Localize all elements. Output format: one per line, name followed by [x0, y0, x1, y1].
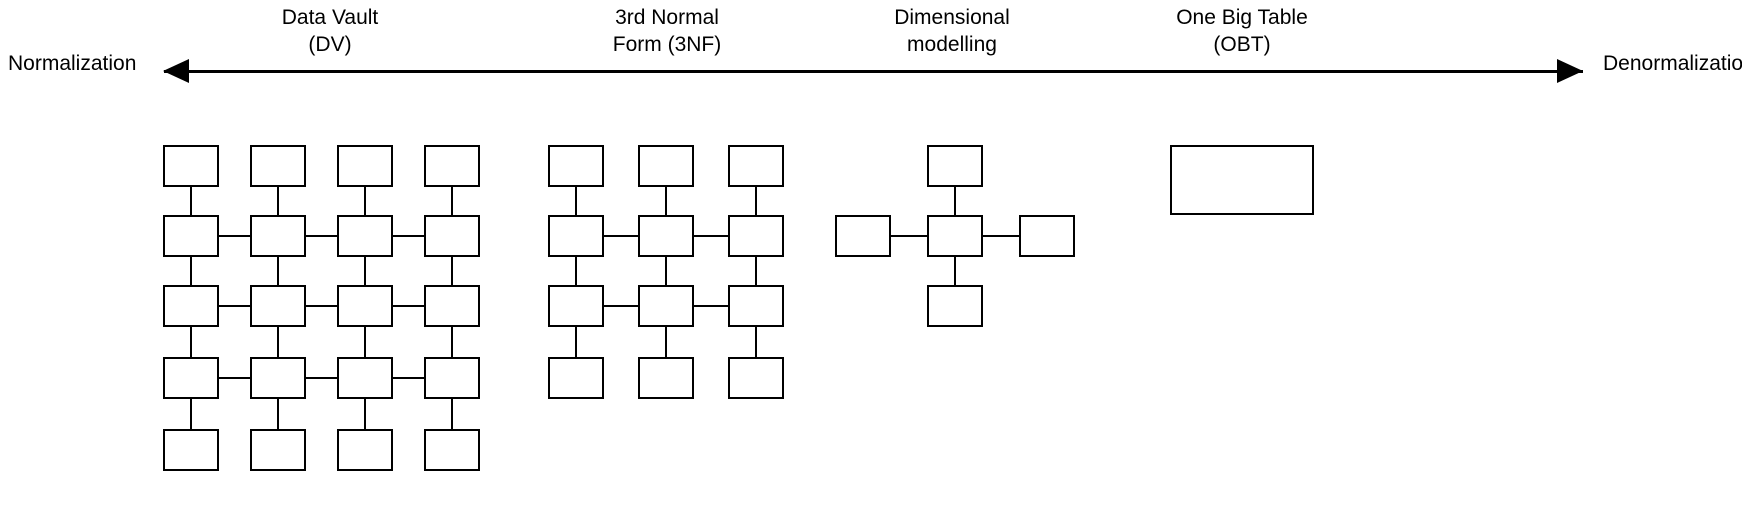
dv-edge-h: [304, 235, 339, 238]
dv-edge-v: [364, 255, 367, 287]
dv-edge-v: [277, 325, 280, 359]
nf-node[interactable]: [638, 285, 694, 327]
dv-node[interactable]: [250, 285, 306, 327]
dv-node[interactable]: [337, 357, 393, 399]
dv-edge-v: [190, 185, 193, 217]
dv-edge-h: [391, 305, 426, 308]
stage-label-line2: (OBT): [1213, 33, 1271, 56]
dv-node[interactable]: [250, 429, 306, 471]
dim-node-center[interactable]: [927, 215, 983, 257]
dv-node[interactable]: [250, 215, 306, 257]
stage-label-line2: (DV): [308, 33, 352, 56]
stage-label-line2: modelling: [907, 33, 997, 56]
nf-edge-v: [755, 325, 758, 359]
dim-node-left[interactable]: [835, 215, 891, 257]
dim-node-top[interactable]: [927, 145, 983, 187]
dv-edge-v: [364, 185, 367, 217]
nf-node[interactable]: [728, 215, 784, 257]
stage-label-line1: 3rd Normal: [615, 6, 719, 29]
dv-edge-h: [304, 377, 339, 380]
dv-edge-v: [190, 325, 193, 359]
axis-label-denormalization: Denormalization: [1603, 52, 1742, 75]
dv-node[interactable]: [163, 285, 219, 327]
dv-edge-h: [217, 235, 252, 238]
nf-node[interactable]: [548, 285, 604, 327]
dim-edge-top: [954, 185, 957, 217]
nf-edge-v: [665, 255, 668, 287]
dv-node[interactable]: [337, 285, 393, 327]
dv-node[interactable]: [424, 215, 480, 257]
dv-edge-v: [364, 397, 367, 431]
arrow-head-right-icon: [1557, 59, 1583, 83]
nf-edge-h: [692, 235, 730, 238]
obt-node[interactable]: [1170, 145, 1314, 215]
stage-label-one-big-table: One Big Table (OBT): [1142, 4, 1342, 58]
stage-label-line1: Dimensional: [894, 6, 1010, 29]
dv-node[interactable]: [250, 357, 306, 399]
nf-edge-v: [575, 185, 578, 217]
stage-label-line1: Data Vault: [281, 6, 379, 29]
nf-node[interactable]: [728, 145, 784, 187]
axis-label-normalization: Normalization: [8, 52, 137, 75]
nf-node[interactable]: [548, 215, 604, 257]
dv-edge-v: [277, 185, 280, 217]
spectrum-arrow-line: [164, 70, 1583, 73]
nf-edge-v: [665, 325, 668, 359]
dv-edge-h: [217, 305, 252, 308]
dv-edge-v: [364, 325, 367, 359]
nf-edge-v: [575, 255, 578, 287]
dv-node[interactable]: [250, 145, 306, 187]
dim-edge-right: [982, 235, 1019, 238]
dv-node[interactable]: [424, 357, 480, 399]
dv-edge-v: [451, 185, 454, 217]
dv-edge-v: [451, 255, 454, 287]
dv-node[interactable]: [163, 145, 219, 187]
nf-node[interactable]: [638, 357, 694, 399]
dv-edge-v: [277, 255, 280, 287]
nf-edge-v: [575, 325, 578, 359]
nf-edge-h: [602, 235, 640, 238]
nf-edge-v: [755, 255, 758, 287]
stage-label-dimensional-modelling: Dimensional modelling: [852, 4, 1052, 58]
stage-label-data-vault: Data Vault (DV): [230, 4, 430, 58]
dv-node[interactable]: [424, 145, 480, 187]
dv-edge-v: [190, 397, 193, 431]
dim-edge-bottom: [954, 255, 957, 287]
dv-edge-h: [217, 377, 252, 380]
nf-node[interactable]: [638, 215, 694, 257]
dv-node[interactable]: [337, 145, 393, 187]
dv-node[interactable]: [337, 429, 393, 471]
nf-edge-v: [665, 185, 668, 217]
dv-node[interactable]: [163, 357, 219, 399]
dv-node[interactable]: [337, 215, 393, 257]
dv-node[interactable]: [163, 215, 219, 257]
dv-edge-v: [190, 255, 193, 287]
nf-edge-h: [602, 305, 640, 308]
dv-node[interactable]: [424, 285, 480, 327]
dv-edge-v: [451, 397, 454, 431]
nf-edge-h: [692, 305, 730, 308]
stage-label-line2: Form (3NF): [612, 33, 722, 56]
dv-node[interactable]: [424, 429, 480, 471]
stage-label-3nf: 3rd Normal Form (3NF): [567, 4, 767, 58]
nf-node[interactable]: [728, 357, 784, 399]
dv-edge-h: [391, 235, 426, 238]
dv-edge-h: [391, 377, 426, 380]
nf-node[interactable]: [638, 145, 694, 187]
dv-node[interactable]: [163, 429, 219, 471]
stage-label-line1: One Big Table: [1176, 6, 1308, 29]
dim-node-bottom[interactable]: [927, 285, 983, 327]
nf-node[interactable]: [728, 285, 784, 327]
nf-node[interactable]: [548, 357, 604, 399]
dim-edge-left: [891, 235, 928, 238]
dv-edge-h: [304, 305, 339, 308]
nf-node[interactable]: [548, 145, 604, 187]
dim-node-right[interactable]: [1019, 215, 1075, 257]
dv-edge-v: [451, 325, 454, 359]
dv-edge-v: [277, 397, 280, 431]
nf-edge-v: [755, 185, 758, 217]
